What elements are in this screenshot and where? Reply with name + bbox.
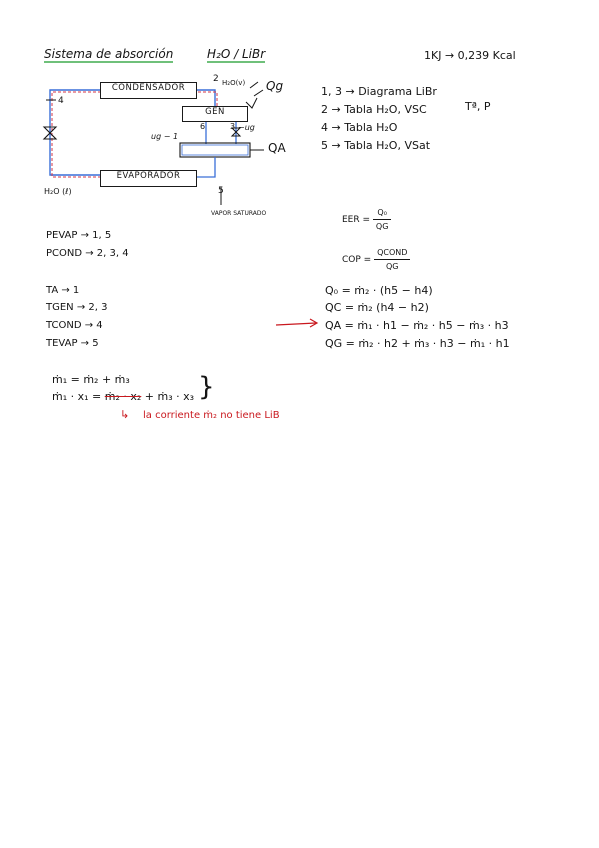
cop-formula: COP = QCOND QG xyxy=(342,246,411,273)
label-2: 2 xyxy=(213,74,219,84)
label-5: 5 xyxy=(218,186,224,196)
cop-num: QCOND xyxy=(374,246,411,260)
absorber-inner xyxy=(181,144,249,156)
legend-item-3: 4 → Tabla H₂O xyxy=(321,121,398,134)
expansion-valve-icon xyxy=(42,126,58,140)
eer-num: Q₀ xyxy=(372,206,392,220)
label-h2o-v: H₂O(v) xyxy=(222,79,246,87)
eer-formula: EER = Q₀ QG xyxy=(342,206,392,233)
unit-conversion: 1KJ → 0,239 Kcal xyxy=(424,49,516,62)
legend-item-4: 5 → Tabla H₂O, VSat xyxy=(321,139,431,152)
mass-balance-brace: } xyxy=(198,372,215,402)
label-h2o-l: H₂O (ℓ) xyxy=(44,187,72,196)
qa-pointer-arrowhead xyxy=(309,318,319,328)
note-arrow-icon: ↳ xyxy=(120,408,130,421)
title-formula: H₂O / LiBr xyxy=(207,47,266,63)
temp-a: TA → 1 xyxy=(46,285,80,296)
eq2-rhs: + ṁ₃ · x₃ xyxy=(144,390,195,403)
gen-valve-icon xyxy=(230,127,242,137)
energy-qg: QG = ṁ₂ · h2 + ṁ₃ · h3 − ṁ₁ · h1 xyxy=(325,337,510,350)
legend-item-1: 1, 3 → Diagrama LiBr xyxy=(321,85,437,98)
condenser-box: CONDENSADOR xyxy=(100,82,197,99)
qg-arrowhead-icon xyxy=(245,97,258,109)
label-4: 4 xyxy=(58,96,64,106)
label-ug1: ug − 1 xyxy=(151,132,179,141)
eer-den: QG xyxy=(375,222,389,231)
evaporator-box: EVAPORADOR xyxy=(100,170,197,187)
title-text: Sistema de absorción xyxy=(44,47,174,63)
pressure-evap: PEVAP → 1, 5 xyxy=(46,230,112,241)
pressure-cond: PCOND → 2, 3, 4 xyxy=(46,248,129,259)
cop-fraction: QCOND QG xyxy=(374,246,411,273)
temp-gen: TGEN → 2, 3 xyxy=(46,302,108,313)
eq2-struck-term: ṁ₂ · x₂ xyxy=(104,390,142,403)
mass-balance-eq1: ṁ₁ = ṁ₂ + ṁ₃ xyxy=(52,373,130,386)
label-3: 3 xyxy=(230,122,236,131)
eer-fraction: Q₀ QG xyxy=(372,206,392,233)
energy-q0: Q₀ = ṁ₂ · (h5 − h4) xyxy=(325,284,433,297)
qa-pointer-arrow xyxy=(275,322,317,326)
label-vapor-saturado: VAPOR SATURADO xyxy=(211,210,267,217)
legend-item-2: 2 → Tabla H₂O, VSC xyxy=(321,103,427,116)
cond-gen-pipe-red xyxy=(198,91,218,106)
energy-qc: QC = ṁ₂ (h4 − h2) xyxy=(325,301,429,314)
temp-evap: TEVAP → 5 xyxy=(46,338,99,349)
legend-tp: Tª, P xyxy=(465,100,491,113)
label-qa: QA xyxy=(268,141,286,155)
evap-abs-pipe xyxy=(196,157,216,178)
mass-balance-note: la corriente ṁ₂ no tiene LiB xyxy=(143,410,280,421)
label-qg: Qg xyxy=(266,79,284,93)
eq2-lhs: ṁ₁ · x₁ = xyxy=(52,390,102,403)
energy-qa: QA = ṁ₁ · h1 − ṁ₂ · h5 − ṁ₃ · h3 xyxy=(325,319,509,332)
eer-lhs: EER = xyxy=(342,215,371,225)
cop-den: QG xyxy=(385,262,399,271)
label-6: 6 xyxy=(200,122,206,131)
cond-gen-pipe xyxy=(196,89,216,106)
generator-box: GEN xyxy=(182,106,248,122)
cop-lhs: COP = xyxy=(342,255,372,265)
temp-cond: TCOND → 4 xyxy=(46,320,103,331)
mass-balance-eq2: ṁ₁ · x₁ = ṁ₂ · x₂ + ṁ₃ · x₃ xyxy=(52,390,194,403)
page-title: Sistema de absorción H₂O / LiBr xyxy=(44,47,266,63)
qg-arrows-icon xyxy=(249,81,264,97)
label-ug3: −ug xyxy=(238,123,255,132)
